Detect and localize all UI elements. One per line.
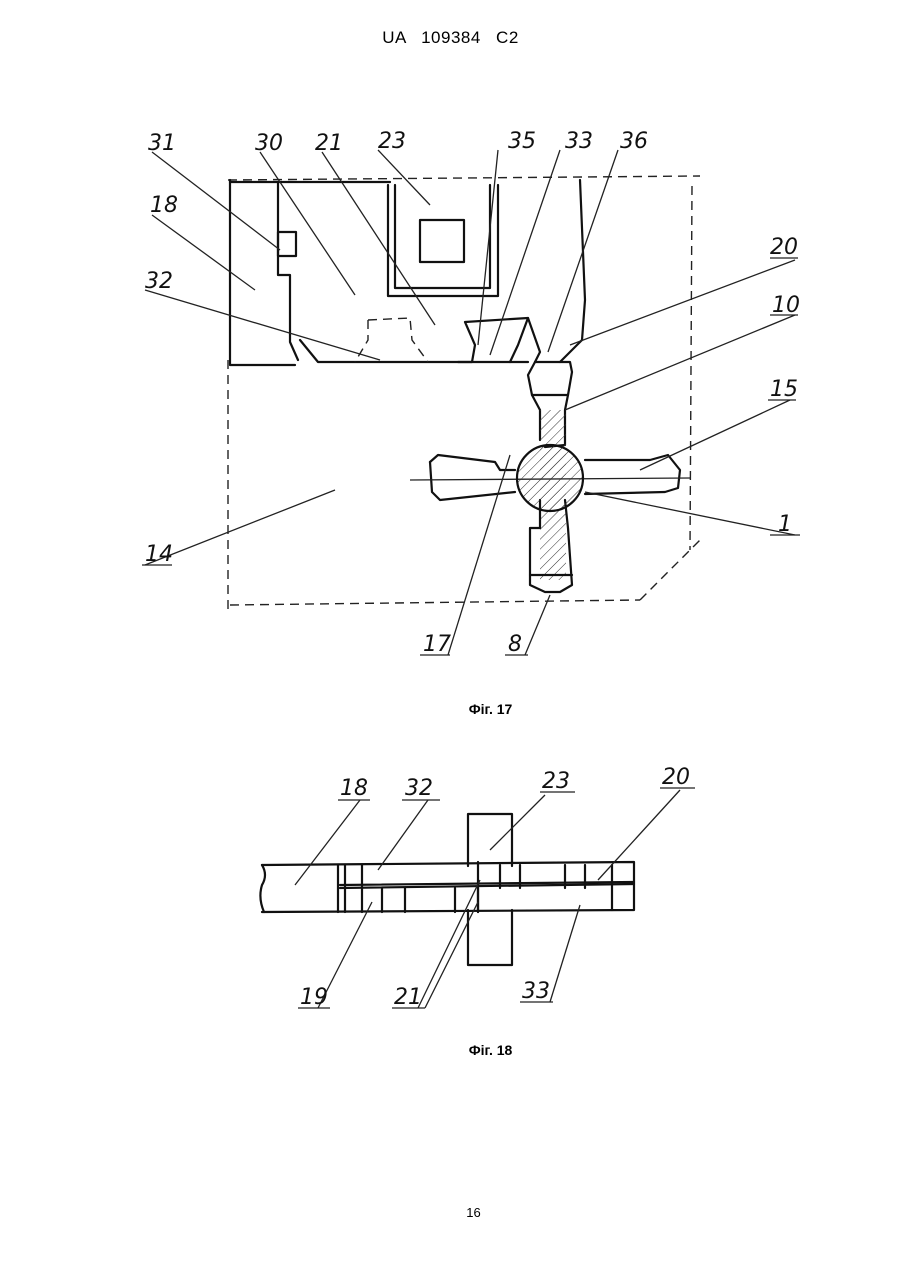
fig17-label-8: 8 [508,632,522,657]
fig17-label-17: 17 [423,632,451,657]
fig18-label-23: 23 [542,769,570,794]
fig18-label-19: 19 [300,985,328,1010]
fig17-label-1: 1 [778,512,792,537]
fig18-label-32: 32 [405,776,433,801]
fig18-label-20: 20 [662,765,690,790]
fig17-label-20: 20 [770,235,798,260]
fig17-label-36: 36 [620,129,648,154]
fig18-label-21: 21 [394,985,422,1010]
fig17-label-21: 21 [315,131,343,156]
fig17-label-35: 35 [508,129,536,154]
figure-18-caption: Фіг. 18 [0,1042,901,1058]
fig17-label-31: 31 [148,131,176,156]
fig17-label-32: 32 [145,269,173,294]
fig17-label-10: 10 [772,293,800,318]
figure-18-drawing [260,788,695,1008]
fig17-label-30: 30 [255,131,283,156]
page-number: 16 [0,1205,901,1220]
fig17-label-14: 14 [145,542,173,567]
figure-17-caption: Фіг. 17 [0,701,901,717]
fig18-label-33: 33 [522,979,550,1004]
fig18-label-18: 18 [340,776,368,801]
figure-17-drawing [142,150,800,655]
fig17-label-23: 23 [378,129,406,154]
fig17-label-15: 15 [770,377,798,402]
fig17-label-18: 18 [150,193,178,218]
fig17-label-33: 33 [565,129,593,154]
